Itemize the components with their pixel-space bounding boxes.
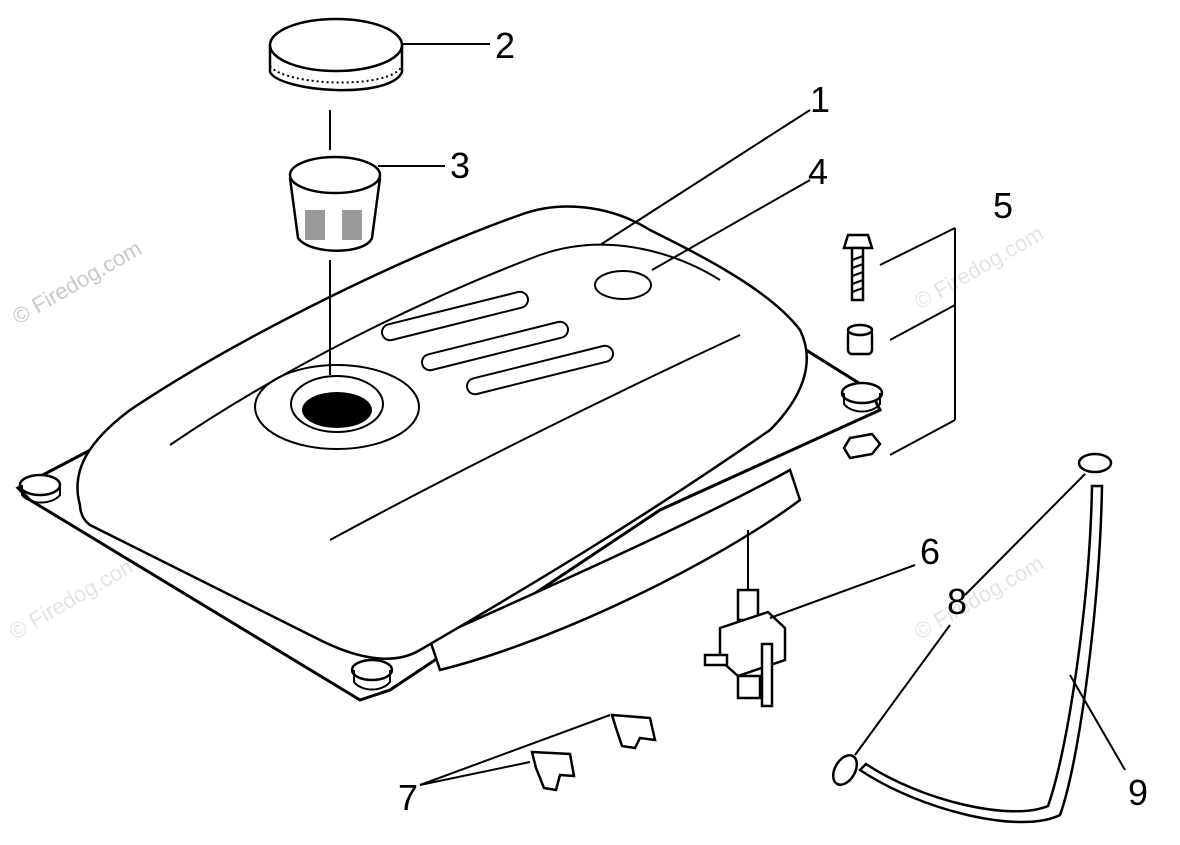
watermark-faint-2: © Firedog.com bbox=[910, 220, 1048, 314]
bolt bbox=[842, 233, 874, 302]
tank-clips bbox=[530, 713, 657, 792]
tank-body bbox=[76, 205, 808, 660]
fuel-gauge bbox=[594, 270, 652, 300]
hose-clamp-bottom bbox=[831, 754, 859, 786]
leader-lines bbox=[329, 43, 1126, 786]
hose-clamp-top bbox=[1077, 452, 1113, 474]
mounting-hardware bbox=[842, 233, 882, 460]
tank-side-contour bbox=[329, 334, 741, 541]
callout-3: 3 bbox=[450, 145, 470, 186]
callout-5: 5 bbox=[993, 185, 1013, 226]
fuel-hose-assembly bbox=[831, 452, 1113, 824]
callout-2: 2 bbox=[495, 25, 515, 66]
fuel-tank bbox=[15, 205, 884, 702]
fuel-valve bbox=[703, 530, 787, 708]
tank-top-contour bbox=[169, 243, 721, 446]
nut bbox=[842, 432, 882, 460]
callout-1: 1 bbox=[810, 79, 830, 120]
callout-7: 7 bbox=[398, 777, 418, 818]
tank-mounting-grommets bbox=[18, 381, 884, 691]
fuel-cap bbox=[268, 17, 404, 92]
fuel-hose bbox=[858, 484, 1104, 824]
tank-vent-slots bbox=[380, 290, 615, 396]
callout-8: 8 bbox=[947, 581, 967, 622]
fuel-strainer bbox=[288, 155, 382, 252]
filler-neck bbox=[254, 364, 420, 450]
watermark-main: © Firedog.com bbox=[8, 235, 146, 329]
watermark-faint-3: © Firedog.com bbox=[5, 550, 143, 644]
collar bbox=[846, 323, 874, 356]
callout-4: 4 bbox=[808, 151, 828, 192]
callout-9: 9 bbox=[1128, 772, 1148, 813]
callout-labels: 1 2 3 4 5 6 7 8 9 bbox=[398, 25, 1148, 818]
callout-6: 6 bbox=[920, 531, 940, 572]
tank-lower-pan bbox=[428, 468, 802, 672]
